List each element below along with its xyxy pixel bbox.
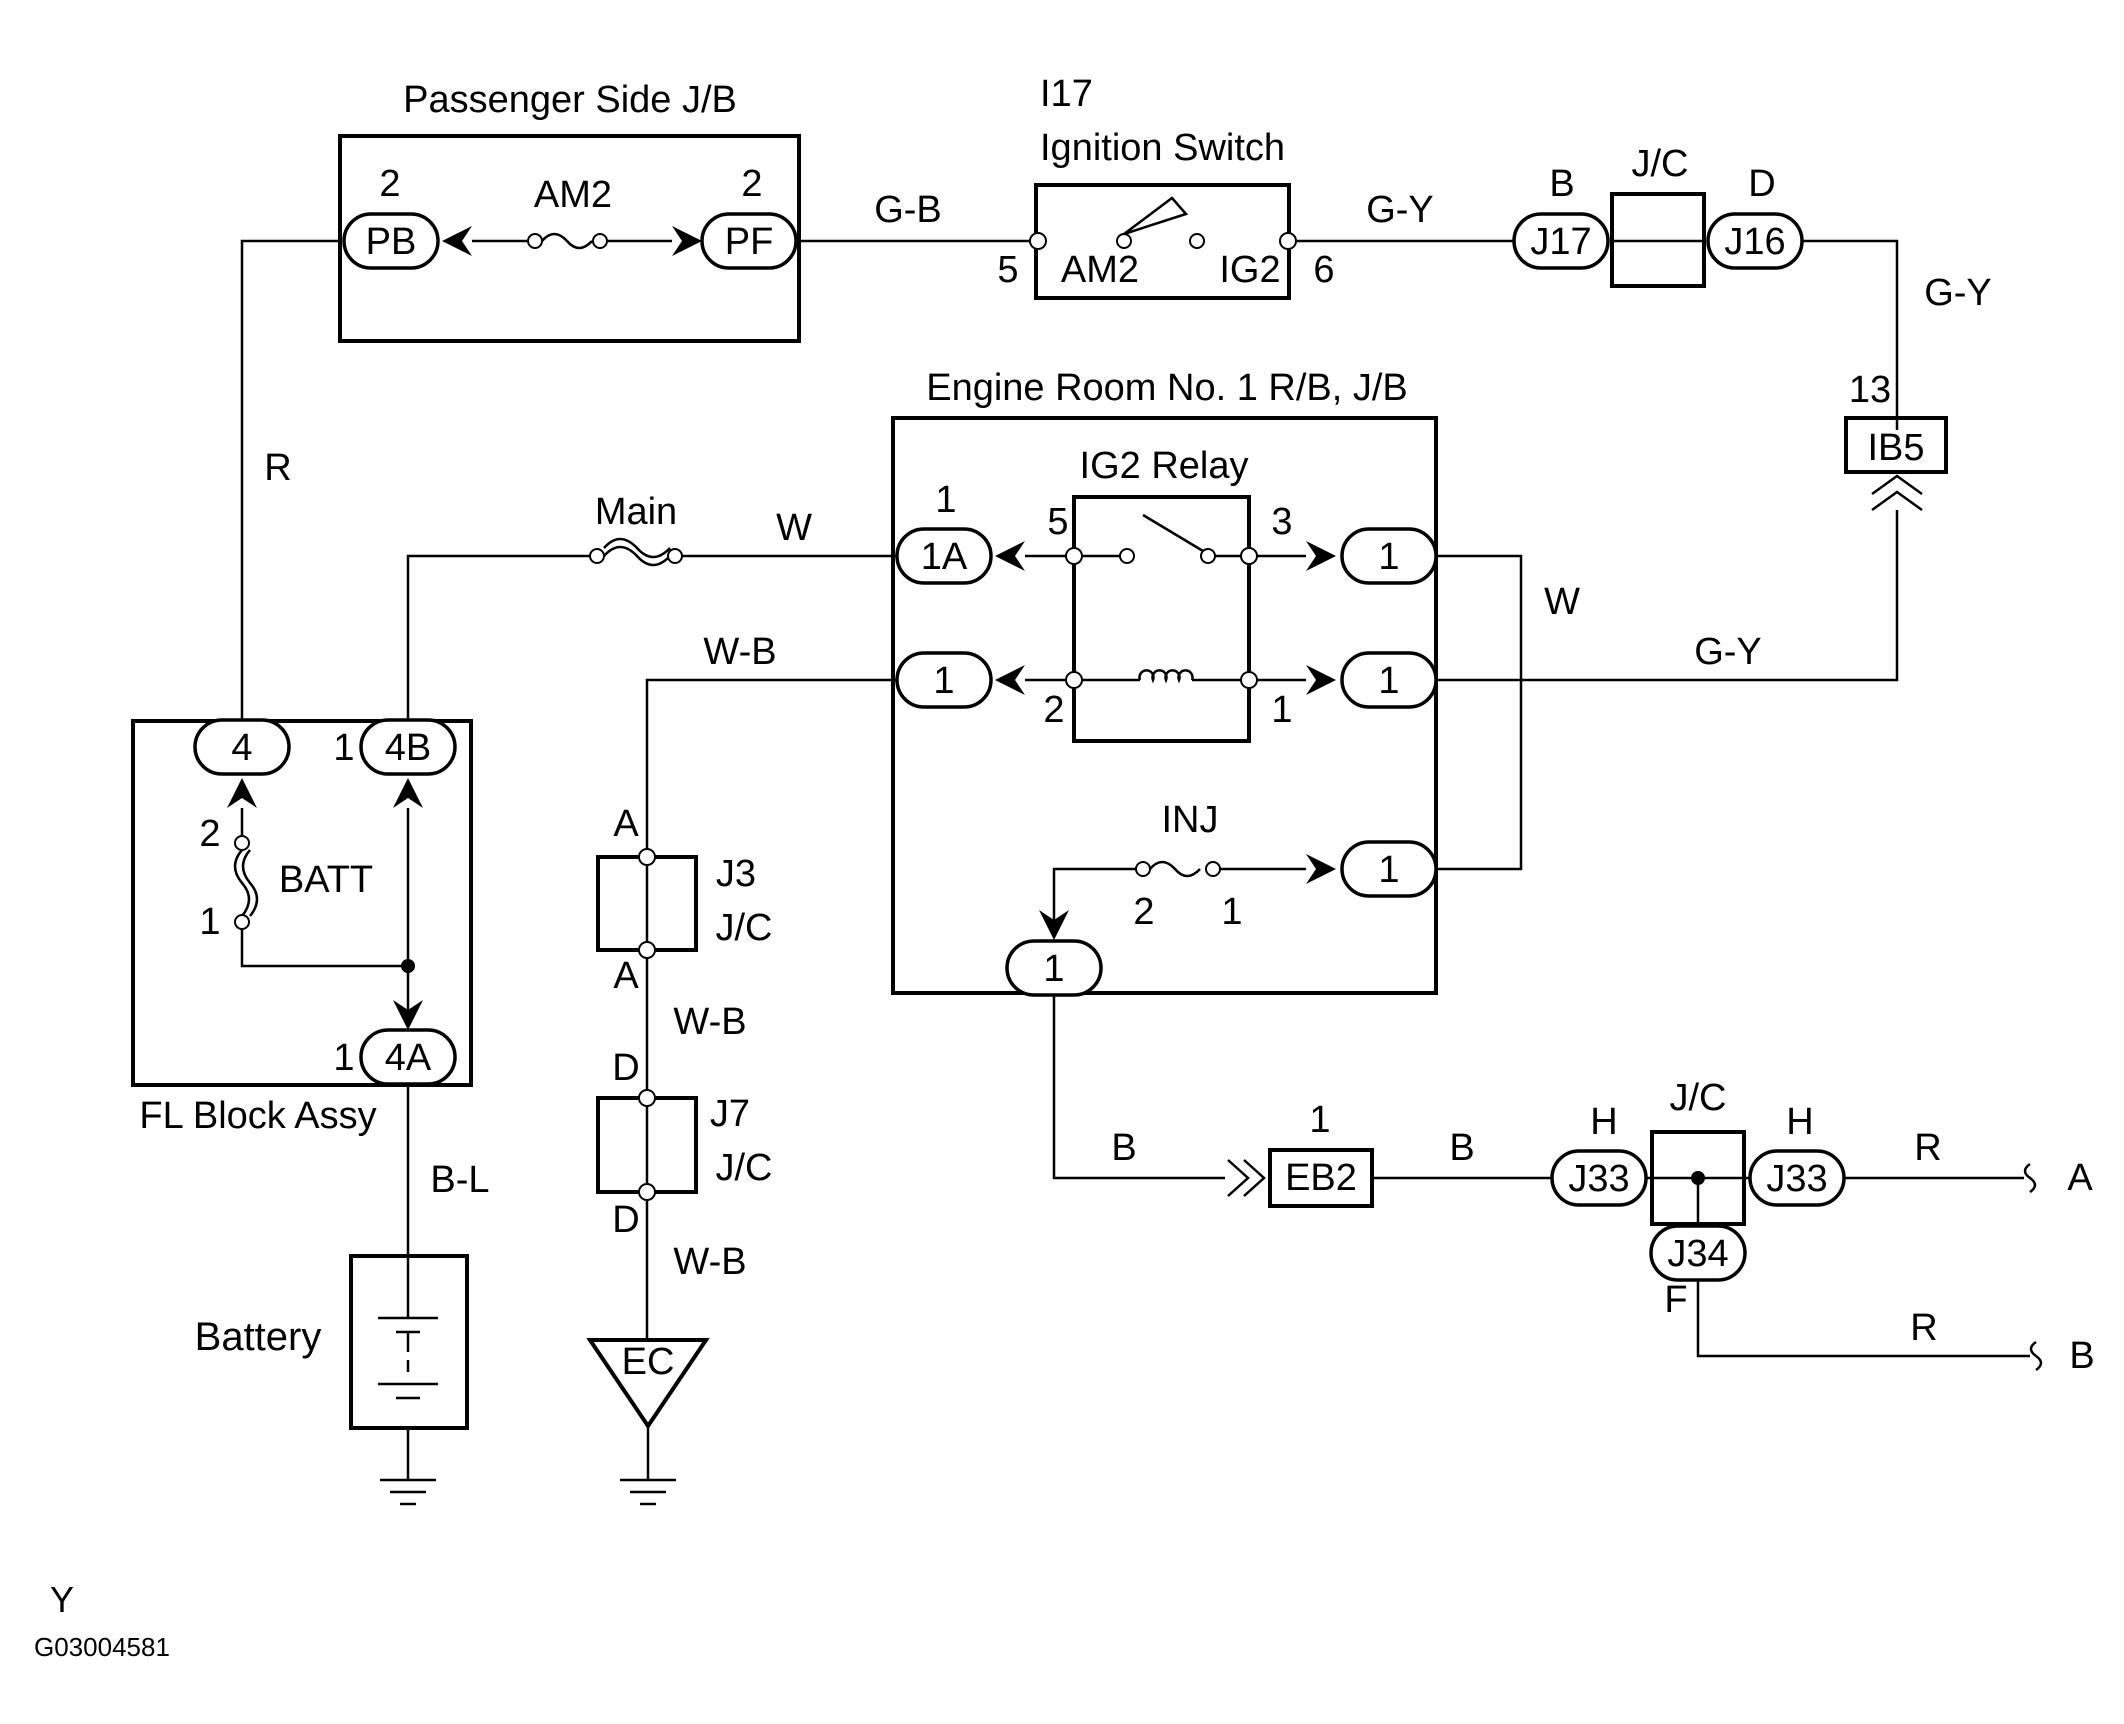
connector-1a: 1A bbox=[921, 536, 968, 578]
wire-color-bl: B-L bbox=[430, 1159, 489, 1201]
jc-label: J/C bbox=[1670, 1077, 1727, 1119]
wire-color-gy: G-Y bbox=[1924, 272, 1992, 314]
connector-1: 1 bbox=[1378, 536, 1399, 578]
connector-j16: J16 bbox=[1724, 221, 1785, 263]
connector-1: 1 bbox=[1043, 948, 1064, 990]
connector-j7: J7 bbox=[710, 1093, 750, 1135]
pin-label: 2 bbox=[1043, 689, 1064, 731]
fuse-am2-label: AM2 bbox=[534, 174, 612, 216]
connector-4: 4 bbox=[231, 727, 252, 769]
pin-label: 2 bbox=[199, 813, 220, 855]
pin-label: A bbox=[613, 803, 639, 845]
jc-bottom: J/C J33 H J33 H J34 F bbox=[1550, 1077, 1846, 1321]
connector-pb: PB bbox=[366, 221, 417, 263]
pin-label: D bbox=[612, 1047, 639, 1089]
passenger-side-jb: Passenger Side J/B PB 2 AM2 PF 2 bbox=[338, 79, 801, 343]
pin-label: 6 bbox=[1313, 249, 1334, 291]
connector-4a: 4A bbox=[385, 1037, 432, 1079]
pin-label: 1 bbox=[1271, 689, 1292, 731]
main-fuse: Main bbox=[589, 491, 683, 567]
fl-block-assy: 4 4B 1 2 1 BATT 4A 1 FL Block Assy bbox=[131, 718, 473, 1137]
battery: Battery bbox=[195, 1254, 469, 1506]
ignition-switch: I17 Ignition Switch AM2 IG2 5 6 bbox=[997, 73, 1335, 300]
pin-label: A bbox=[613, 955, 639, 997]
term-am2: AM2 bbox=[1061, 249, 1139, 291]
connector-ib5: IB5 bbox=[1867, 427, 1924, 469]
pin-label: 3 bbox=[1271, 501, 1292, 543]
engine-room-rb-jb: Engine Room No. 1 R/B, J/B IG2 Relay 1 1… bbox=[891, 367, 1438, 997]
ignition-switch-code: I17 bbox=[1040, 73, 1093, 115]
pin-label: 1 bbox=[333, 1037, 354, 1079]
connector-4b: 4B bbox=[385, 727, 431, 769]
eb2-connector: EB2 1 bbox=[1227, 1099, 1374, 1208]
connector-1: 1 bbox=[1378, 660, 1399, 702]
connector-pf: PF bbox=[725, 221, 774, 263]
pin-label: 13 bbox=[1849, 369, 1891, 411]
wire-color-r: R bbox=[264, 447, 291, 489]
battery-label: Battery bbox=[195, 1315, 322, 1359]
pin-label: H bbox=[1590, 1101, 1617, 1143]
fuse-batt-label: BATT bbox=[279, 859, 373, 901]
wire-color-w: W bbox=[776, 507, 812, 549]
pin-label: B bbox=[1549, 163, 1574, 205]
jc-label: J/C bbox=[1632, 143, 1689, 185]
jc-top: J/C J17 B J16 D bbox=[1512, 143, 1804, 288]
fuse-inj-label: INJ bbox=[1162, 799, 1219, 841]
wire-color-gb: G-B bbox=[874, 189, 942, 231]
pin-label: 1 bbox=[1221, 891, 1242, 933]
connector-j17: J17 bbox=[1530, 221, 1591, 263]
ground-ec: EC bbox=[586, 1338, 710, 1506]
pin-label: 2 bbox=[379, 163, 400, 205]
wire-color-gy: G-Y bbox=[1366, 189, 1434, 231]
relay-title: IG2 Relay bbox=[1080, 445, 1249, 487]
pin-label: 5 bbox=[997, 249, 1018, 291]
jc-label: J/C bbox=[716, 907, 773, 949]
passenger-jb-title: Passenger Side J/B bbox=[403, 79, 737, 121]
engine-room-title: Engine Room No. 1 R/B, J/B bbox=[926, 367, 1408, 409]
pin-label: 2 bbox=[1133, 891, 1154, 933]
pin-label: 1 bbox=[1309, 1099, 1330, 1141]
pin-label: 2 bbox=[741, 163, 762, 205]
jc-j3: A A J3 J/C bbox=[596, 803, 773, 997]
pin-label: 5 bbox=[1047, 501, 1068, 543]
pin-label: 1 bbox=[333, 727, 354, 769]
wire-color-gy: G-Y bbox=[1694, 631, 1762, 673]
pin-label: 1 bbox=[935, 479, 956, 521]
output-b-label: B bbox=[2069, 1335, 2094, 1377]
wire-color-r: R bbox=[1910, 1307, 1937, 1349]
connector-j3: J3 bbox=[716, 853, 756, 895]
fuse-main-label: Main bbox=[595, 491, 677, 533]
pin-label: F bbox=[1664, 1279, 1687, 1321]
wire-color-wb: W-B bbox=[673, 1001, 746, 1043]
wire-color-b: B bbox=[1449, 1127, 1474, 1169]
fl-block-title: FL Block Assy bbox=[139, 1095, 376, 1137]
term-ig2: IG2 bbox=[1219, 249, 1280, 291]
footer-code: G03004581 bbox=[34, 1632, 170, 1662]
wire-color-wb: W-B bbox=[673, 1241, 746, 1283]
connector-1: 1 bbox=[933, 660, 954, 702]
wires bbox=[240, 239, 2030, 1358]
connector-j33: J33 bbox=[1766, 1158, 1827, 1200]
connector-eb2: EB2 bbox=[1285, 1157, 1357, 1199]
ignition-switch-title: Ignition Switch bbox=[1040, 127, 1285, 169]
ground-ec-label: EC bbox=[622, 1341, 675, 1383]
connector-1: 1 bbox=[1378, 849, 1399, 891]
pin-label: H bbox=[1786, 1101, 1813, 1143]
pin-label: D bbox=[1748, 163, 1775, 205]
wire-color-wb: W-B bbox=[703, 631, 776, 673]
footer-letter: Y bbox=[50, 1579, 74, 1620]
pin-label: 1 bbox=[199, 901, 220, 943]
wire-color-r: R bbox=[1914, 1127, 1941, 1169]
wire-color-w: W bbox=[1544, 581, 1580, 623]
connector-j33: J33 bbox=[1568, 1158, 1629, 1200]
jc-j7: D D J7 J/C bbox=[596, 1047, 773, 1241]
outputs: A B bbox=[2023, 1157, 2095, 1377]
ib5-connector: 13 IB5 bbox=[1844, 369, 1948, 512]
jc-label: J/C bbox=[716, 1147, 773, 1189]
wire-color-b: B bbox=[1111, 1127, 1136, 1169]
connector-j34: J34 bbox=[1667, 1233, 1728, 1275]
output-a-label: A bbox=[2067, 1157, 2093, 1199]
pin-label: D bbox=[612, 1199, 639, 1241]
